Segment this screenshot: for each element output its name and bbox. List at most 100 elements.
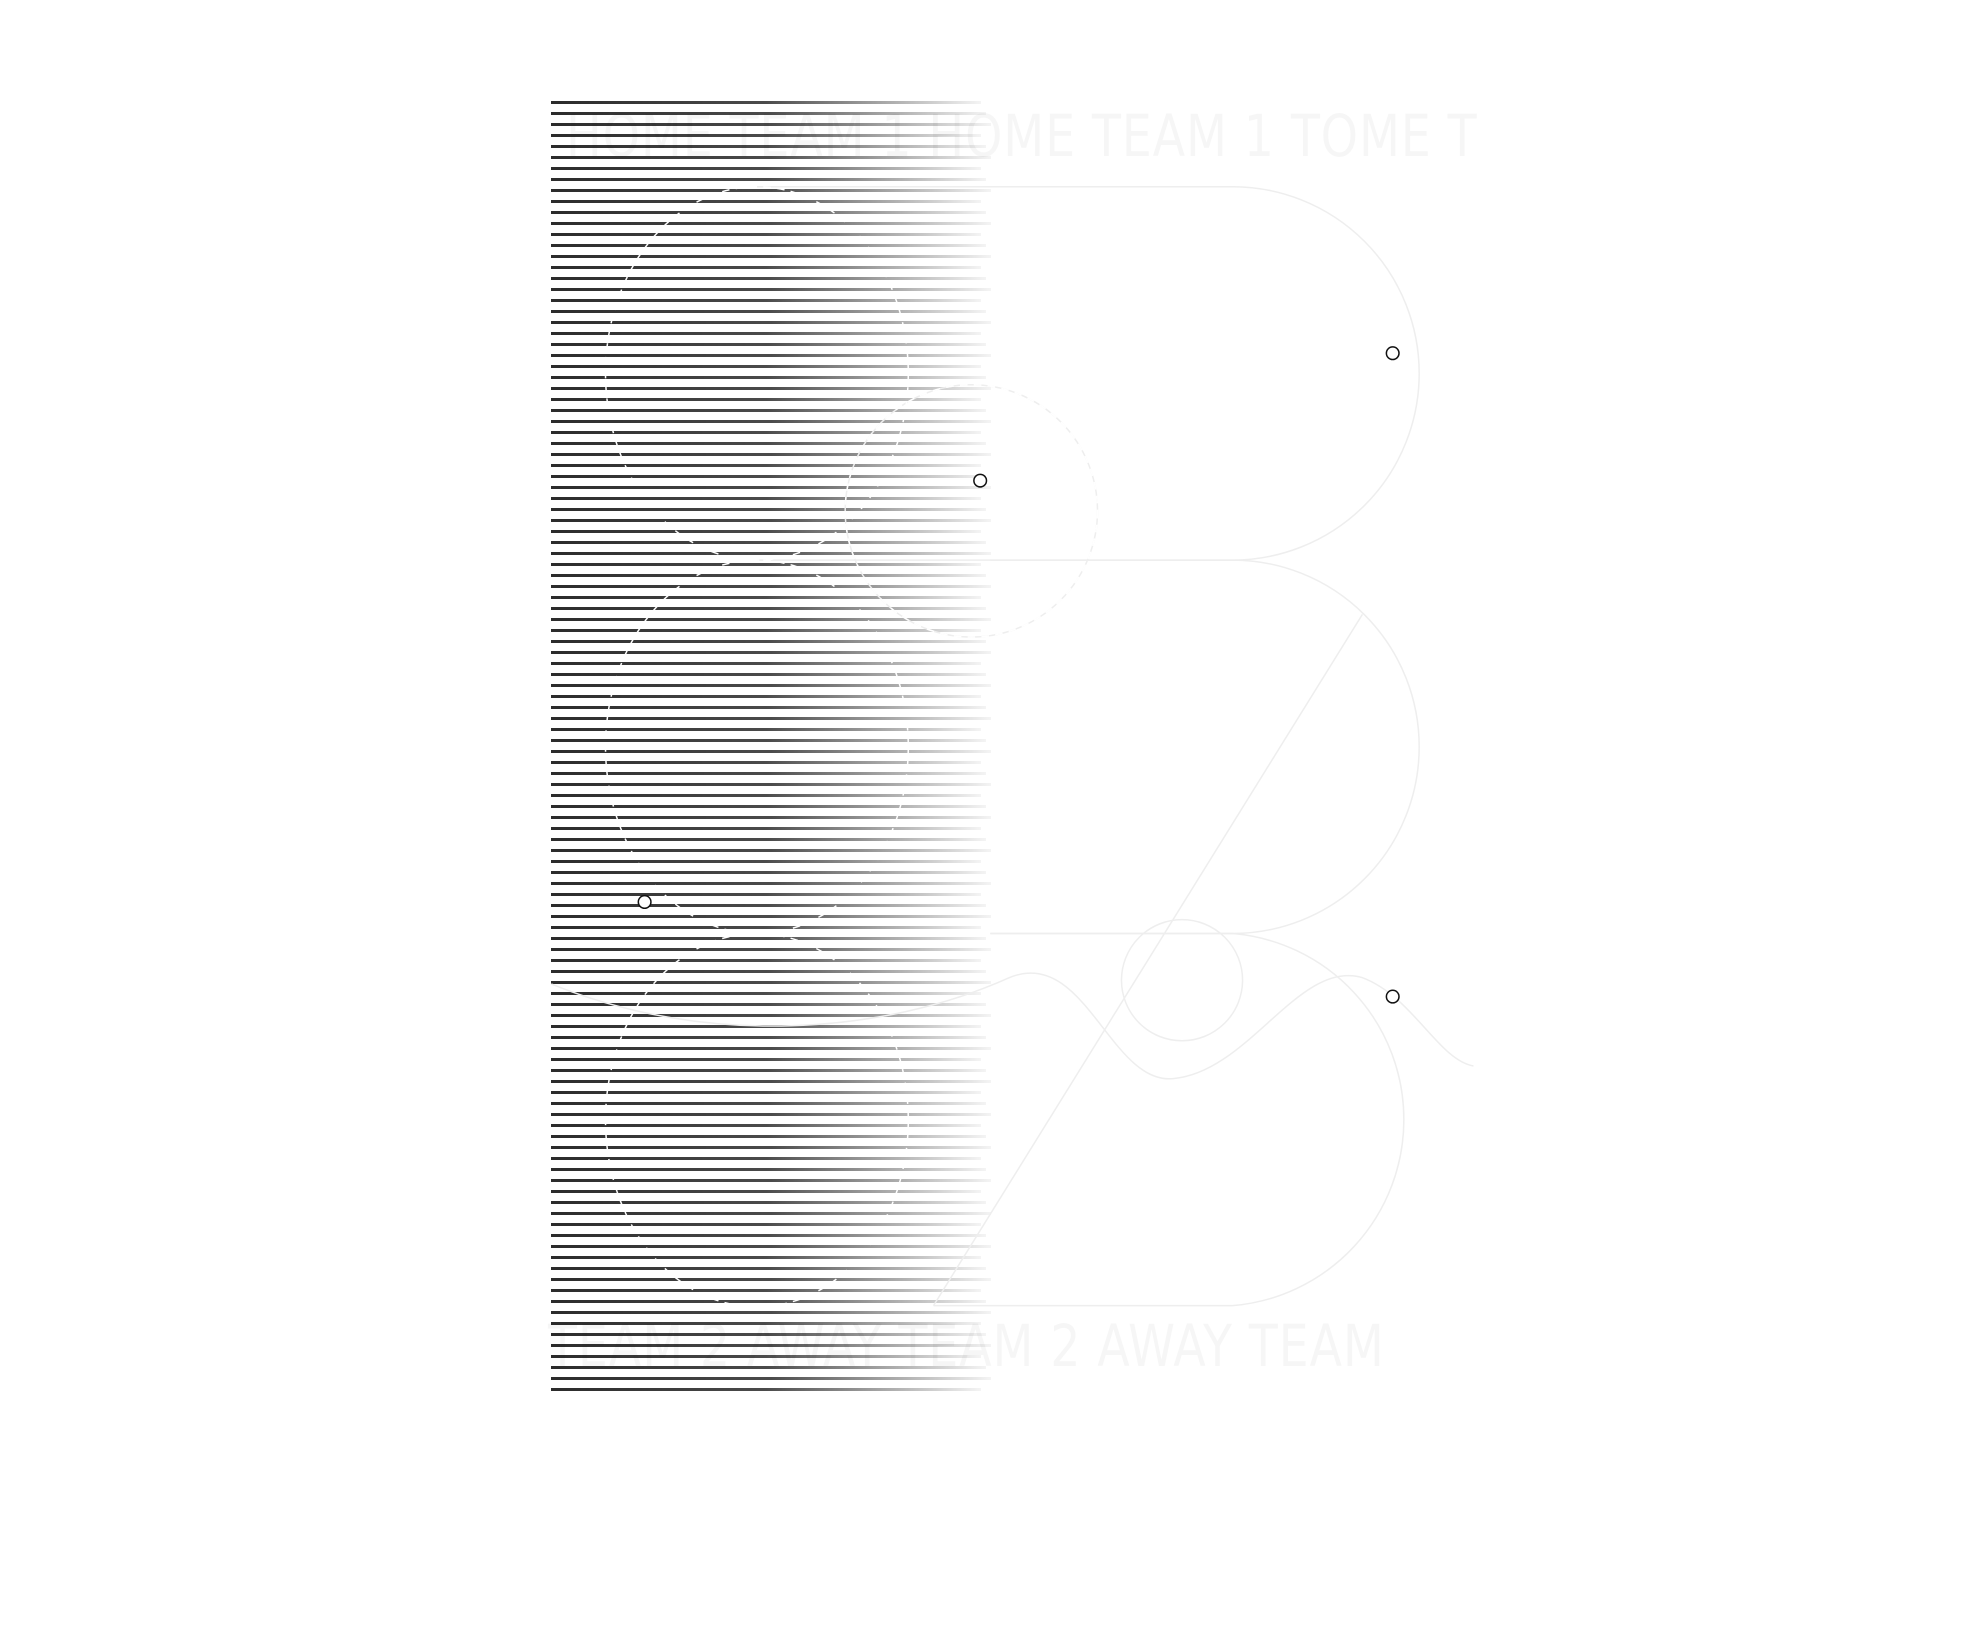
stripe-line [551, 145, 986, 148]
stripe-line [551, 1201, 986, 1204]
marker-point [1385, 346, 1400, 361]
stripe-line [551, 442, 986, 445]
upper-bowl-outline [756, 185, 1420, 561]
stripe-line [551, 618, 991, 621]
stripe-line [551, 167, 981, 170]
stripe-line [551, 134, 981, 137]
stripe-line [551, 266, 981, 269]
stripe-line [551, 1179, 991, 1182]
stripe-line [551, 607, 986, 610]
stripe-line [551, 805, 986, 808]
stripe-line [551, 629, 981, 632]
stripe-line [551, 365, 981, 368]
stripe-line [551, 343, 986, 346]
stripe-line [551, 926, 981, 929]
stripe-line [551, 409, 986, 412]
stripe-line [551, 860, 981, 863]
stripe-line [551, 981, 991, 984]
marker-point [637, 894, 652, 910]
stripe-line [551, 420, 991, 423]
stripe-line [551, 728, 981, 731]
stripe-line [551, 299, 981, 302]
stripe-line [551, 453, 991, 456]
stripe-line [551, 706, 986, 709]
stripe-line [551, 717, 991, 720]
stripe-line [551, 1377, 991, 1380]
stripe-line [551, 915, 991, 918]
stripe-line [551, 277, 986, 280]
lower-bowl-outline [933, 932, 1405, 1307]
stripe-line [551, 1102, 986, 1105]
stripe-line [551, 1058, 981, 1061]
stripe-line [551, 1388, 981, 1391]
stripe-line [551, 101, 981, 104]
stripe-line [551, 882, 991, 885]
stripe-line [551, 387, 991, 390]
wave-line [550, 972, 1474, 1080]
stripe-line [551, 1014, 991, 1017]
stripe-line [551, 1080, 991, 1083]
stripe-line [551, 1234, 986, 1237]
dashed-arc-lower [604, 932, 910, 1308]
stripe-line [551, 1036, 986, 1039]
stripe-line [551, 530, 981, 533]
stripe-line [551, 1003, 986, 1006]
stripe-line [551, 211, 986, 214]
stripe-line [551, 970, 986, 973]
stripe-line [551, 1322, 981, 1325]
dashed-arc-small [844, 384, 1099, 638]
stripe-line [551, 662, 981, 665]
stripe-line [551, 431, 981, 434]
stripe-line [551, 1344, 991, 1347]
stripe-line [551, 1047, 991, 1050]
stripe-line [551, 1146, 991, 1149]
stripe-line [551, 497, 981, 500]
stripe-line [551, 1223, 981, 1226]
stripe-line [551, 1212, 991, 1215]
stripe-line [551, 739, 986, 742]
stripe-line [551, 937, 986, 940]
stripe-line [551, 1300, 986, 1303]
stripe-line [551, 783, 991, 786]
tiny-circle-outline [1120, 918, 1244, 1042]
stripe-line [551, 948, 991, 951]
stripe-line [551, 1311, 991, 1314]
stripe-line [551, 1157, 981, 1160]
stripe-line [551, 123, 991, 126]
stripe-line [551, 1333, 986, 1336]
watermark-top-text: HOME TEAM 1 HOME TEAM 1 TOME T [566, 102, 1477, 170]
stripe-line [551, 816, 991, 819]
middle-bowl-outline [990, 559, 1420, 935]
stripe-line [551, 332, 981, 335]
stripe-line [551, 1135, 986, 1138]
stripe-line [551, 310, 986, 313]
stripe-line [551, 1113, 991, 1116]
stripe-line [551, 354, 991, 357]
stripe-line [551, 1091, 981, 1094]
stripe-line [551, 519, 991, 522]
stripe-line [551, 1245, 991, 1248]
stripe-line [551, 255, 991, 258]
stripe-line [551, 244, 986, 247]
stripe-line [551, 1124, 981, 1127]
stripe-pattern [551, 101, 991, 1391]
stripe-line [551, 156, 991, 159]
stripe-line [551, 1278, 991, 1281]
watermark-bottom-text: TEAM 2 AWAY TEAM 2 AWAY TEAM [548, 1312, 1385, 1380]
stripe-line [551, 178, 986, 181]
stripe-line [551, 475, 986, 478]
dashed-arc-middle [604, 559, 910, 935]
stripe-line [551, 376, 986, 379]
stripe-line [551, 1168, 986, 1171]
diagonal-line [932, 613, 1364, 1307]
stripe-line [551, 222, 991, 225]
stripe-line [551, 827, 981, 830]
stripe-line [551, 541, 986, 544]
stripe-line [551, 992, 981, 995]
stripe-line [551, 849, 991, 852]
stripe-line [551, 200, 981, 203]
marker-point [1385, 989, 1400, 1004]
stripe-line [551, 233, 981, 236]
stripe-line [551, 640, 986, 643]
